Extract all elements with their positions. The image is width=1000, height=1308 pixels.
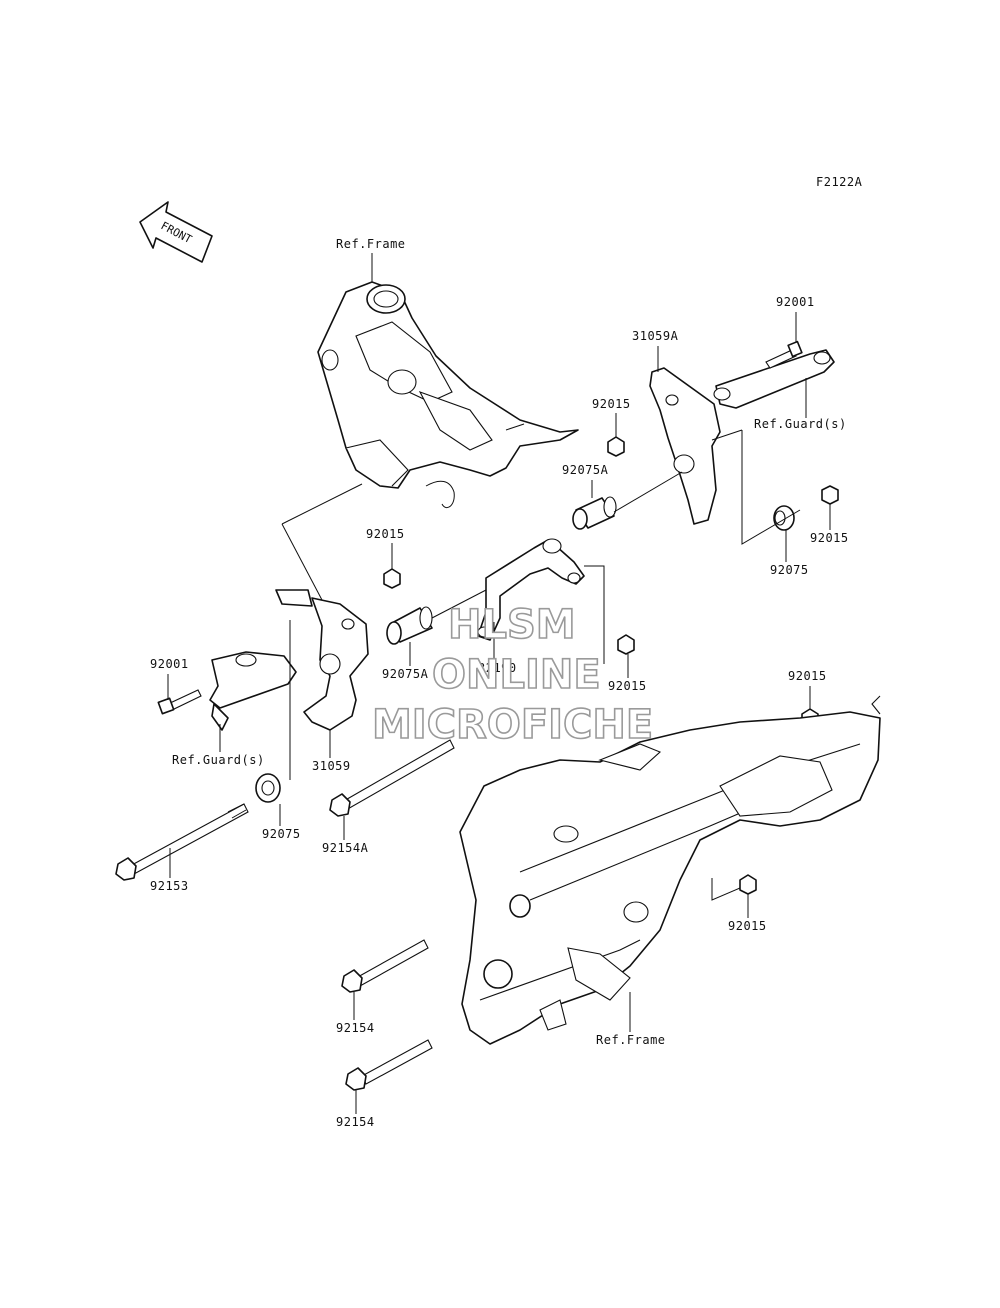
bushing-92075A-left	[386, 606, 433, 645]
center-bracket-32190	[477, 538, 585, 641]
part-92154-top-label: 92154	[336, 1021, 375, 1035]
front-arrow-icon: FRONT	[139, 201, 213, 263]
bolt-92153	[115, 803, 249, 881]
washer-92075-left	[255, 773, 281, 803]
part-92154A-label: 92154A	[322, 841, 369, 855]
part-92001-left-label: 92001	[150, 657, 189, 671]
part-92075-right-label: 92075	[770, 563, 809, 577]
lower-frame-drawing	[459, 695, 881, 1045]
ref-frame-top-label: Ref.Frame	[336, 237, 406, 251]
watermark-line2: ONLINE	[432, 652, 601, 698]
bushing-92075A-right	[572, 496, 617, 530]
nut-92015-f	[739, 874, 757, 895]
left-guard-drawing	[209, 651, 297, 731]
part-31059A-label: 31059A	[632, 329, 679, 343]
nut-92015-c	[383, 568, 401, 589]
part-32190-label: 32190	[478, 661, 517, 675]
bolt-92154-top	[341, 939, 429, 993]
nut-92015-b	[821, 485, 839, 505]
part-92001-right-label: 92001	[776, 295, 815, 309]
part-92015-e-label: 92015	[788, 669, 827, 683]
bolt-92154-bottom	[345, 1039, 433, 1091]
part-92015-b-label: 92015	[810, 531, 849, 545]
washer-92075-right	[773, 505, 795, 531]
left-engine-bracket	[275, 589, 369, 731]
part-92075A-right-label: 92075A	[562, 463, 609, 477]
part-92015-f-label: 92015	[728, 919, 767, 933]
diagram-code: F2122A	[816, 175, 863, 189]
part-31059-label: 31059	[312, 759, 351, 773]
part-92015-c-label: 92015	[366, 527, 405, 541]
watermark: HLSM ONLINE MICROFICHE	[371, 601, 654, 749]
nut-92015-a	[607, 436, 625, 457]
upper-frame-drawing	[317, 281, 579, 508]
part-92015-a-label: 92015	[592, 397, 631, 411]
ref-guard-left-label: Ref.Guard(s)	[172, 753, 265, 767]
part-92075A-left-label: 92075A	[382, 667, 429, 681]
right-guard-drawing	[713, 349, 835, 409]
watermark-line3: MICROFICHE	[372, 702, 653, 748]
watermark-line1: HLSM	[448, 602, 576, 648]
right-engine-bracket	[649, 367, 721, 525]
bolt-92001-left	[157, 689, 202, 715]
bolt-92154A	[329, 739, 455, 817]
bolt-92001-right	[765, 340, 803, 369]
nut-92015-d	[617, 634, 635, 655]
ref-frame-bottom-label: Ref.Frame	[596, 1033, 666, 1047]
part-92153-label: 92153	[150, 879, 189, 893]
ref-guard-right-label: Ref.Guard(s)	[754, 417, 847, 431]
part-92075-left-label: 92075	[262, 827, 301, 841]
part-92015-d-label: 92015	[608, 679, 647, 693]
part-92154-bottom-label: 92154	[336, 1115, 375, 1129]
